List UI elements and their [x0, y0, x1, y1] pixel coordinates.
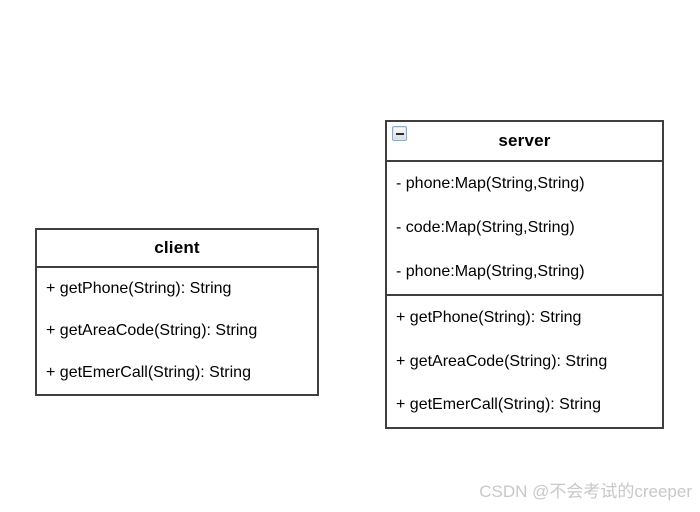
- server-method-row: + getEmerCall(String): String: [396, 396, 601, 414]
- server-title: server: [498, 131, 551, 150]
- collapse-button[interactable]: [392, 126, 407, 141]
- server-header: server: [387, 122, 662, 162]
- uml-class-client: client + getPhone(String): String + getA…: [35, 228, 319, 396]
- server-methods-section: + getPhone(String): String + getAreaCode…: [387, 296, 662, 427]
- server-method-row: + getAreaCode(String): String: [396, 352, 608, 370]
- uml-class-server: server - phone:Map(String,String) - code…: [385, 120, 664, 429]
- server-attribute-row: - phone:Map(String,String): [396, 175, 585, 193]
- server-attribute-row: - phone:Map(String,String): [396, 263, 585, 281]
- client-methods-section: + getPhone(String): String + getAreaCode…: [37, 268, 317, 394]
- client-method-row: + getEmerCall(String): String: [46, 364, 251, 382]
- client-title: client: [154, 238, 200, 257]
- client-method-row: + getPhone(String): String: [46, 280, 232, 298]
- server-attribute-row: - code:Map(String,String): [396, 219, 575, 237]
- watermark: CSDN @不会考试的creeper: [479, 482, 692, 501]
- client-header: client: [37, 230, 317, 268]
- client-method-row: + getAreaCode(String): String: [46, 322, 258, 340]
- server-attributes-section: - phone:Map(String,String) - code:Map(St…: [387, 162, 662, 296]
- server-method-row: + getPhone(String): String: [396, 309, 582, 327]
- minus-icon: [395, 132, 404, 135]
